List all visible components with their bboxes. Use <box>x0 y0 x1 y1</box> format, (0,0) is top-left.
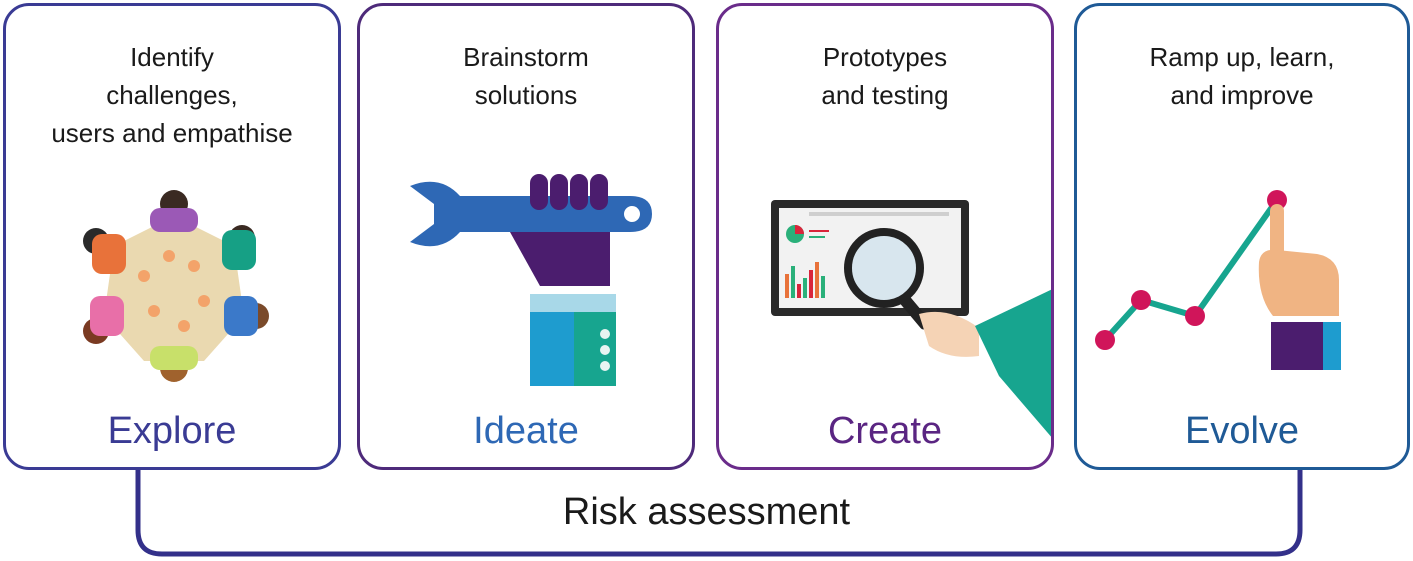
ideate-card: Brainstorm solutions Ideate <box>357 3 695 470</box>
explore-label: Explore <box>107 410 237 452</box>
create-label: Create <box>827 410 943 452</box>
evolve-description: Ramp up, learn, and improve <box>1149 42 1335 110</box>
wrench-hand-icon <box>410 174 652 386</box>
explore-description: Identify challenges, users and empathise <box>51 42 293 148</box>
create-description: Prototypes and testing <box>821 42 949 110</box>
evolve-label: Evolve <box>1184 410 1300 452</box>
magnifier-screen-icon <box>771 200 1051 437</box>
team-meeting-icon <box>83 190 269 382</box>
ideate-label: Ideate <box>473 410 579 452</box>
ideate-description: Brainstorm solutions <box>463 42 589 110</box>
explore-card: Identify challenges, users and empathise… <box>3 3 341 470</box>
growth-chart-hand-icon <box>1095 190 1341 370</box>
risk-assessment-label: Risk assessment <box>562 491 851 533</box>
create-card: Prototypes and testing Create <box>716 3 1054 470</box>
evolve-card: Ramp up, learn, and improve Evolve <box>1074 3 1410 470</box>
